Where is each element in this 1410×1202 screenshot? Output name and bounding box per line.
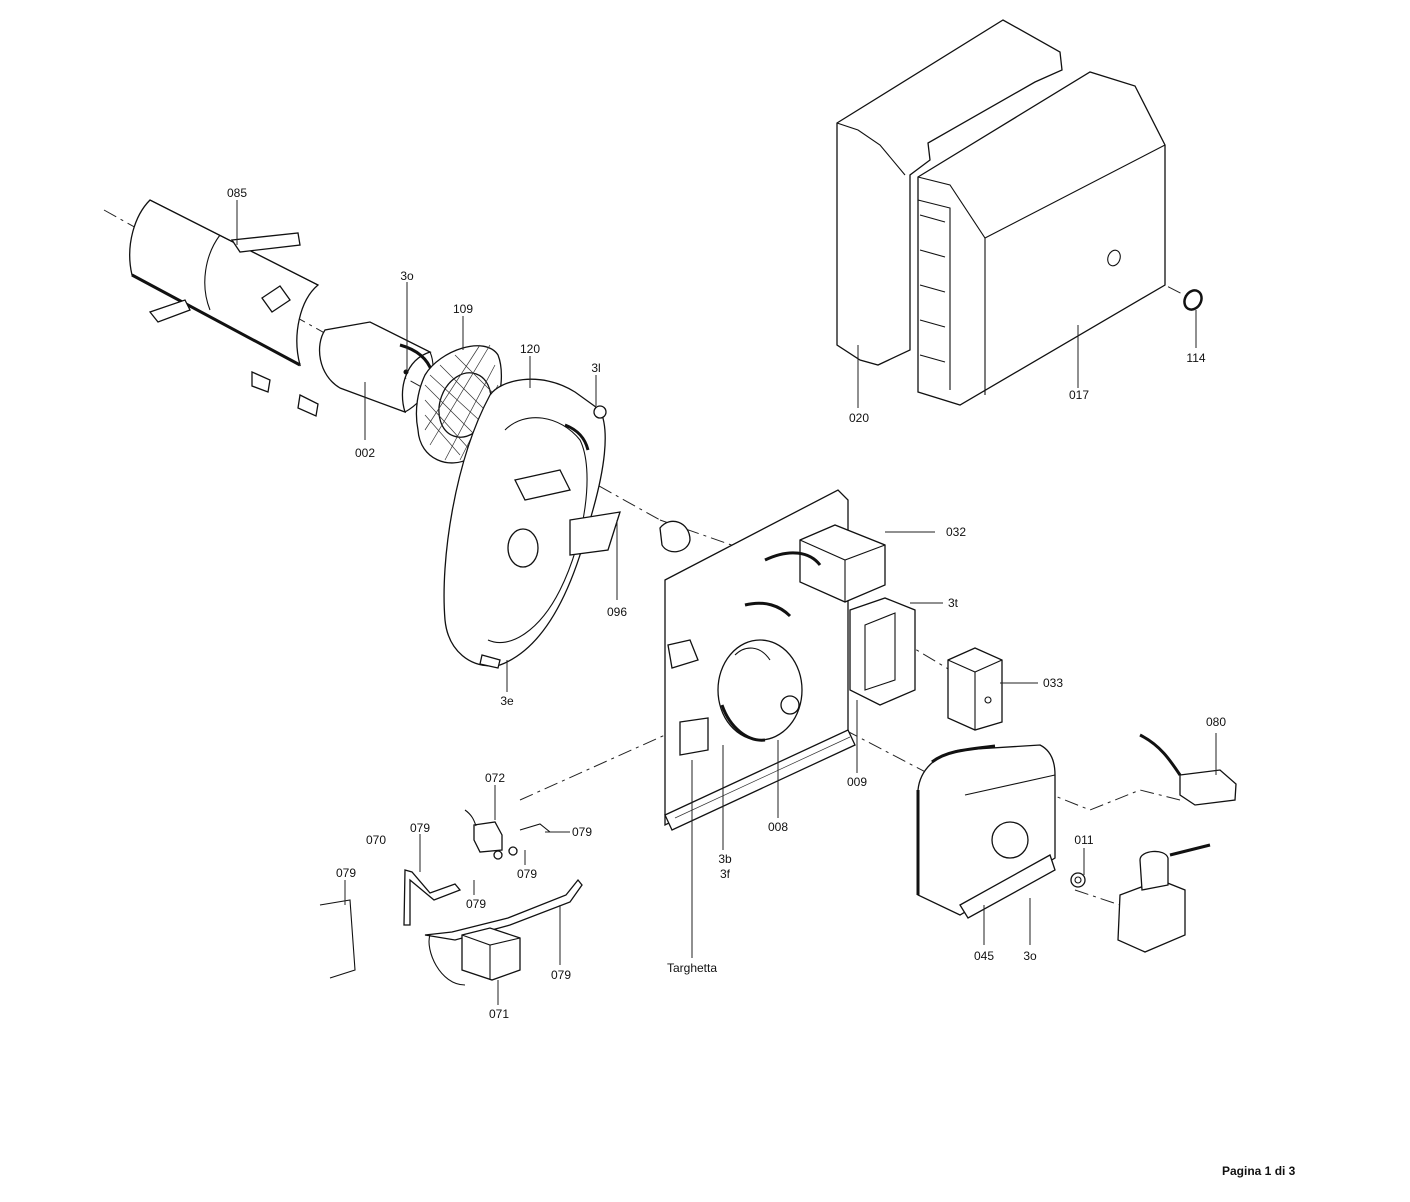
part-114-grommet	[1183, 289, 1203, 311]
part-079-pipes	[319, 823, 583, 986]
label-3f: 3f	[719, 867, 731, 881]
label-079-nut: 079	[516, 867, 538, 881]
label-085: 085	[226, 186, 248, 200]
part-032-ignition-transformer	[744, 524, 886, 618]
part-071-pump-block	[461, 927, 521, 981]
page-number: Pagina 1 di 3	[1222, 1164, 1296, 1178]
label-3b: 3b	[718, 852, 732, 866]
label-079-upper-pipe: 079	[409, 821, 431, 835]
label-120: 120	[519, 342, 541, 356]
label-072: 072	[484, 771, 506, 785]
label-080: 080	[1205, 715, 1227, 729]
part-oil-pump	[1117, 843, 1211, 953]
label-008: 008	[767, 820, 789, 834]
label-3o-cover: 3o	[1023, 949, 1037, 963]
part-080-connector	[1139, 733, 1237, 806]
label-3l-housing: 3l	[591, 361, 601, 375]
label-045: 045	[973, 949, 995, 963]
label-009: 009	[846, 775, 868, 789]
part-045-cover	[916, 744, 1056, 919]
label-114: 114	[1186, 351, 1206, 365]
part-002-combustion-head	[318, 321, 434, 414]
label-070: 070	[365, 833, 387, 847]
label-3t: 3t	[947, 596, 959, 610]
part-085-blast-tube	[129, 199, 320, 417]
label-017: 017	[1068, 388, 1090, 402]
part-008-motor	[717, 639, 803, 742]
leader-lines	[236, 200, 1217, 1005]
label-096: 096	[606, 605, 628, 619]
label-033: 033	[1042, 676, 1064, 690]
label-071: 071	[488, 1007, 510, 1021]
label-079-right-fitting: 079	[571, 825, 593, 839]
part-020-cover	[836, 19, 1063, 366]
label-targhetta: Targhetta	[666, 961, 718, 975]
label-032: 032	[945, 525, 967, 539]
label-079-return-pipe: 079	[550, 968, 572, 982]
label-3e: 3e	[500, 694, 514, 708]
label-020: 020	[848, 411, 870, 425]
label-002: 002	[354, 446, 376, 460]
label-3o-head: 3o	[400, 269, 414, 283]
label-011: 011	[1074, 833, 1094, 847]
part-3t-control-box	[849, 597, 916, 706]
part-011-nipple	[1070, 872, 1086, 888]
part-033-cover	[947, 647, 1003, 731]
label-079-bracket: 079	[335, 866, 357, 880]
label-109: 109	[452, 302, 474, 316]
part-120-fan-housing	[443, 378, 621, 669]
part-072-solenoid	[464, 809, 503, 853]
part-017-cover	[917, 71, 1166, 406]
label-079-fitting: 079	[465, 897, 487, 911]
